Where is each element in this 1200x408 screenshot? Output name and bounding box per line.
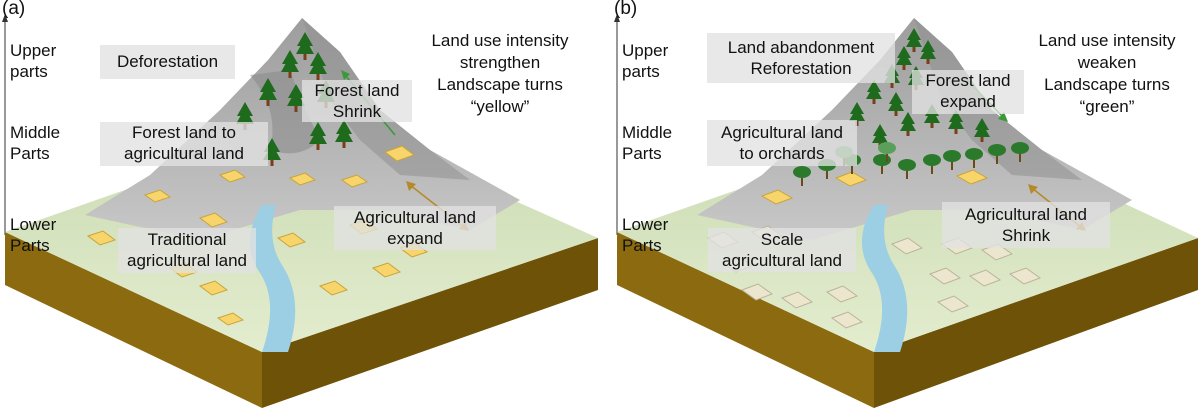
field: [780, 291, 814, 309]
note-upper: Deforestation: [116, 52, 219, 71]
field: [198, 212, 229, 228]
field: [830, 311, 864, 329]
field: [86, 230, 117, 246]
panel-tag: (a): [2, 0, 26, 19]
note-box: [100, 45, 235, 79]
field: [318, 280, 349, 296]
field: [340, 174, 369, 188]
forest-arrowhead: [998, 112, 1008, 122]
river: [249, 205, 296, 352]
field: [890, 237, 924, 255]
soil-left: [617, 232, 874, 408]
note-box: [302, 80, 412, 122]
soil-left: [5, 232, 262, 408]
field: [955, 169, 989, 185]
axis-arrowhead: [614, 14, 620, 22]
note-agri: Agricultural land Shrink: [965, 205, 1087, 245]
panel-tag: (b): [614, 0, 638, 19]
note-lower: Scale agricultural land: [721, 230, 842, 270]
zone-lower: Lower Parts: [10, 215, 57, 255]
note-forest: Forest land Shrink: [314, 81, 400, 121]
field: [1008, 267, 1042, 285]
soil-right: [874, 238, 1198, 408]
note-box: [942, 202, 1110, 248]
note-agri: Agricultural land expand: [354, 208, 476, 248]
field: [825, 285, 859, 303]
field: [218, 169, 247, 183]
field: [371, 262, 402, 278]
zone-middle: Middle Parts: [10, 123, 61, 163]
zone-middle: Middle Parts: [622, 123, 673, 163]
summary-note: Land use intensity weaken Landscape turn…: [1038, 31, 1176, 116]
note-box: [707, 120, 857, 166]
field: [968, 269, 1002, 287]
field: [834, 171, 868, 187]
note-middle: Forest land to agricultural land: [123, 123, 244, 163]
panel-b: (b) Upper parts Middle Parts Lower Parts…: [612, 0, 1200, 408]
mountain-shadow: [302, 18, 470, 180]
summary-note: Land use intensity strengthen Landscape …: [431, 31, 569, 116]
mountain-shadow: [914, 18, 1082, 180]
field: [216, 312, 245, 326]
river: [861, 205, 908, 352]
note-middle: Agricultural land to orchards: [721, 123, 843, 163]
note-forest: Forest land expand: [925, 71, 1011, 111]
note-box: [912, 70, 1024, 114]
field: [288, 172, 317, 186]
zone-upper: Upper parts: [10, 41, 57, 81]
soil-right: [262, 238, 598, 408]
agri-arrowhead-1: [1028, 184, 1038, 194]
agri-arrowhead-1: [406, 181, 416, 191]
field: [143, 189, 172, 203]
note-box: [118, 228, 256, 273]
note-box: [708, 228, 856, 272]
panel-a: (a) Upper parts Middle Parts Lower Parts…: [2, 0, 598, 408]
field: [760, 189, 794, 205]
note-box: [100, 122, 268, 166]
field: [198, 280, 229, 296]
note-box: [334, 206, 496, 250]
note-lower: Traditional agricultural land: [126, 230, 247, 270]
field: [276, 232, 307, 248]
note-box: [707, 33, 895, 83]
landscape-block-a: [2, 14, 598, 408]
forest-arrowhead: [341, 70, 350, 80]
zone-upper: Upper parts: [622, 41, 669, 81]
note-upper: Land abandonment Reforestation: [727, 38, 875, 78]
zone-lower: Lower Parts: [622, 215, 669, 255]
field: [383, 145, 416, 162]
field: [936, 295, 970, 313]
axis-arrowhead: [2, 14, 8, 22]
field: [928, 267, 962, 285]
field: [740, 283, 774, 301]
